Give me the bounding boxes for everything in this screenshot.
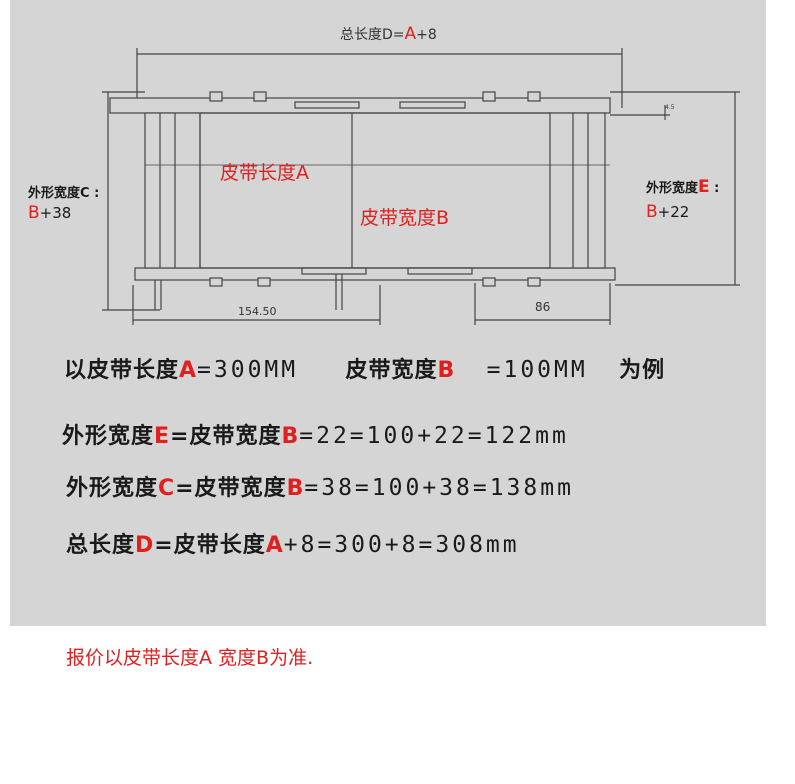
bolt [209, 91, 223, 102]
bolt [257, 277, 271, 287]
dim-154: 154.50 [238, 305, 277, 318]
right-pulley [549, 112, 606, 269]
dim-small: 4.5 [665, 104, 675, 111]
dim-86: 86 [535, 300, 551, 314]
bottom-plate [134, 267, 616, 281]
outer-width-c-value: B+38 [28, 203, 72, 223]
belt-width-label: 皮带宽度B [360, 207, 450, 229]
outer-width-e-value: B+22 [646, 202, 690, 222]
pricing-note: 报价以皮带长度A 宽度B为准. [66, 647, 314, 669]
formula-d: 总长度D=皮带长度A+8=300+8=308mm [66, 532, 520, 558]
bolt [253, 91, 267, 102]
outer-width-e-label: 外形宽度E : [646, 177, 720, 197]
bolt [527, 91, 541, 102]
belt-conveyor-drawing [102, 48, 740, 325]
total-length-label: 总长度D=A+8 [340, 24, 437, 44]
bolt [482, 277, 496, 287]
pad [399, 101, 466, 109]
belt-length-label: 皮带长度A [220, 162, 309, 184]
pad [294, 101, 360, 109]
pad [301, 267, 367, 275]
outer-width-c-label: 外形宽度C : [28, 186, 100, 201]
left-pulley [144, 112, 201, 269]
bolt [482, 91, 496, 102]
pad [407, 267, 473, 275]
bolt [527, 277, 541, 287]
bolt [209, 277, 223, 287]
formula-c: 外形宽度C=皮带宽度B=38=100+38=138mm [66, 475, 574, 501]
example-line: 以皮带长度A=300MM 皮带宽度B =100MM 为例 [64, 357, 666, 383]
diagram-panel: 总长度D=A+8 皮带长度A 皮带宽度B 外形宽度C : B+38 外形宽度E … [10, 0, 766, 626]
formula-e: 外形宽度E=皮带宽度B=22=100+22=122mm [62, 423, 569, 449]
